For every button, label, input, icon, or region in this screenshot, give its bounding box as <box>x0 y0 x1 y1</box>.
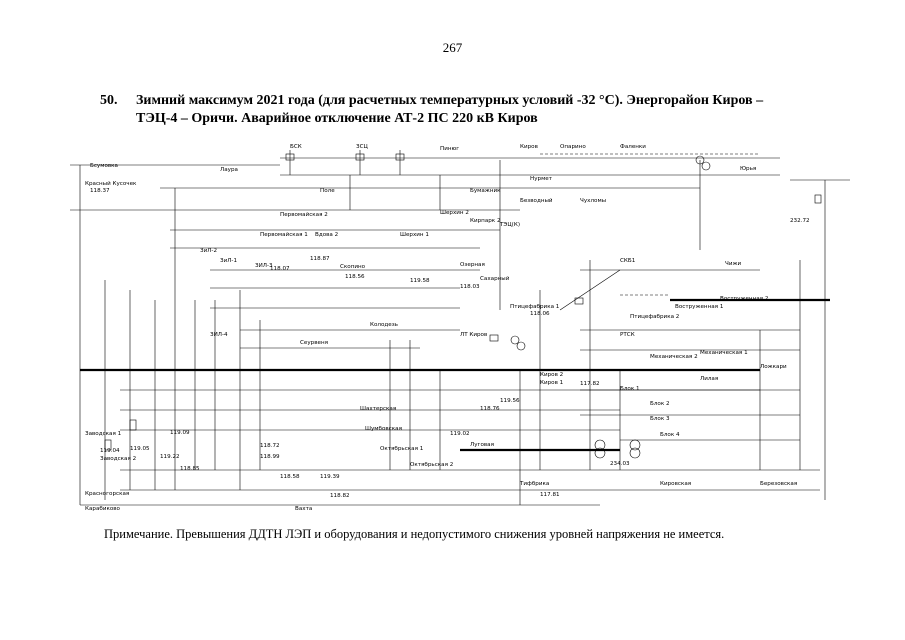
section-heading: 50. Зимний максимум 2021 года (для расчет… <box>100 92 860 128</box>
diagram-label: Скопино <box>340 264 366 270</box>
diagram-label: Вдова 2 <box>315 232 338 238</box>
diagram-label: Опарино <box>560 144 586 150</box>
schematic-lines <box>70 150 850 506</box>
diagram-value: 232.72 <box>790 218 810 224</box>
diagram-label: ТЭЦ(К) <box>499 222 520 228</box>
diagram-value: 118.76 <box>480 406 500 412</box>
diagram-label: Шумбовская <box>365 426 402 432</box>
diagram-label: Кировская <box>660 481 691 487</box>
diagram-value: 118.06 <box>530 311 550 317</box>
diagram-label: ЗИЛ-4 <box>210 332 228 338</box>
diagram-value: 119.58 <box>410 278 430 284</box>
diagram-label: Механическая 2 <box>650 354 698 360</box>
heading-line-1: Зимний максимум 2021 года (для расчетных… <box>136 93 764 108</box>
diagram-label: ЗиЛ-1 <box>220 258 237 264</box>
diagram-label: Безводный <box>520 197 553 204</box>
diagram-label: Шерхин 1 <box>400 232 429 238</box>
diagram-value: 119.22 <box>160 454 180 460</box>
diagram-label: Киров 1 <box>540 380 564 386</box>
diagram-label: Птицефабрика 2 <box>630 314 679 320</box>
diagram-value: 119.02 <box>450 431 470 437</box>
diagram-value: 119.39 <box>320 474 340 480</box>
diagram-label: Воструженная 1 <box>675 304 724 310</box>
diagram-label: Первомайская 2 <box>280 211 328 218</box>
diagram-label: Птицефабрика 1 <box>510 304 560 310</box>
diagram-label: Красногорская <box>85 491 129 497</box>
diagram-value: 118.58 <box>280 474 300 480</box>
diagram-label: Заводская 1 <box>85 431 122 437</box>
diagram-label: Луговая <box>470 442 494 448</box>
diagram-label: Воструженная 2 <box>720 296 768 302</box>
diagram-value: 119.05 <box>130 446 150 452</box>
diagram-label: Бумажник <box>470 188 501 194</box>
diagram-value: 118.07 <box>270 266 290 272</box>
diagram-value: 118.85 <box>180 466 200 472</box>
diagram-value: 118.37 <box>90 188 110 194</box>
diagram-value: 118.72 <box>260 443 280 449</box>
diagram-label: СКБ1 <box>620 258 636 264</box>
diagram-label: Шерхин 2 <box>440 210 469 216</box>
note-text: Примечание. Превышения ДДТН ЛЭП и оборуд… <box>104 527 725 541</box>
diagram-value: 117.82 <box>580 381 600 387</box>
diagram-label: Блок 3 <box>650 416 670 422</box>
diagram-label: Кирпарк 2 <box>470 218 501 224</box>
diagram-label: Механическая 1 <box>700 350 748 356</box>
diagram-label: Блок 4 <box>660 432 680 438</box>
diagram-label: Киров 2 <box>540 372 563 378</box>
diagram-label: Киров <box>520 144 538 150</box>
diagram-value: 117.81 <box>540 492 560 498</box>
diagram-value: 118.99 <box>260 454 280 460</box>
diagram-label: Березовская <box>760 481 797 487</box>
diagram-label: ЗиЛ-2 <box>200 248 217 254</box>
diagram-label: Фаленки <box>620 144 646 150</box>
diagram-label: ЛТ Киров <box>460 332 487 338</box>
diagram-label: Пинюг <box>440 146 459 152</box>
diagram-value: 118.87 <box>310 256 330 262</box>
diagram-label: Красный Кусочек <box>85 180 137 187</box>
diagram-value: 119.56 <box>500 398 520 404</box>
heading-line-2: ТЭЦ-4 – Оричи. Аварийное отключение АТ-2… <box>136 111 538 126</box>
diagram-label: Первомайская 1 <box>260 231 308 238</box>
diagram-value: 234.03 <box>610 461 630 467</box>
diagram-label: Чухломы <box>580 198 606 204</box>
diagram-label: Сеурвеня <box>300 340 328 346</box>
diagram-label: Лаура <box>220 167 238 173</box>
diagram-label: Карабиково <box>85 506 121 512</box>
diagram-label: Юрья <box>740 166 756 172</box>
diagram-value: 118.03 <box>460 284 480 290</box>
diagram-label: Заводская 2 <box>100 456 136 462</box>
heading-number: 50. <box>100 93 118 108</box>
diagram-label: Поле <box>320 188 335 194</box>
diagram-label: Лилая <box>700 376 718 382</box>
diagram-label: Нурмет <box>530 176 553 182</box>
diagram-label: Блок 2 <box>650 401 670 407</box>
diagram-label: Колодезь <box>370 322 398 328</box>
diagram-label: Сахарный <box>480 275 510 282</box>
diagram-value: 119.09 <box>170 430 190 436</box>
diagram-label: Шахтерская <box>360 406 396 412</box>
page-number: 267 <box>442 40 463 55</box>
diagram-label: Октябрьская 1 <box>380 446 424 452</box>
diagram-label: Бсумовка <box>90 163 118 169</box>
diagram-value: 119.04 <box>100 448 120 454</box>
diagram-label: Блок 1 <box>620 386 640 392</box>
diagram-label: Ложкари <box>760 364 787 370</box>
diagram-label: Чижи <box>725 261 742 267</box>
diagram-label: БСК <box>290 144 302 150</box>
diagram-label: Вахта <box>295 506 312 512</box>
diagram-label: ЗСЦ <box>356 144 368 150</box>
diagram-label: Тифбрика <box>519 481 549 487</box>
diagram-value: 118.56 <box>345 274 365 280</box>
diagram-value: 118.82 <box>330 493 350 499</box>
diagram-label: ЗИЛ-3 <box>255 263 273 269</box>
diagram-label: РТСК <box>620 332 635 338</box>
diagram-label: Октябрьская 2 <box>410 462 453 468</box>
schematic-values: 118.37 119.04 119.05 118.72 119.22 118.58 119.… <box>90 188 810 499</box>
diagram-label: Озерная <box>460 262 485 268</box>
